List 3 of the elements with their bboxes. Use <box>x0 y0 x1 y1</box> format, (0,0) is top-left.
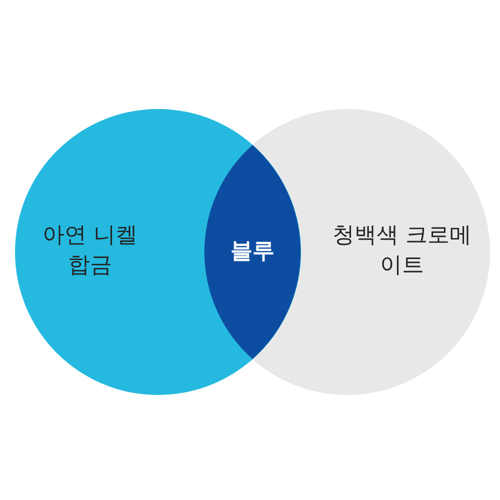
venn-label: 블루 <box>230 238 276 266</box>
venn-label: 청백색 크로메이트 <box>332 222 472 280</box>
venn-label: 아연 니켈합금 <box>42 222 138 280</box>
